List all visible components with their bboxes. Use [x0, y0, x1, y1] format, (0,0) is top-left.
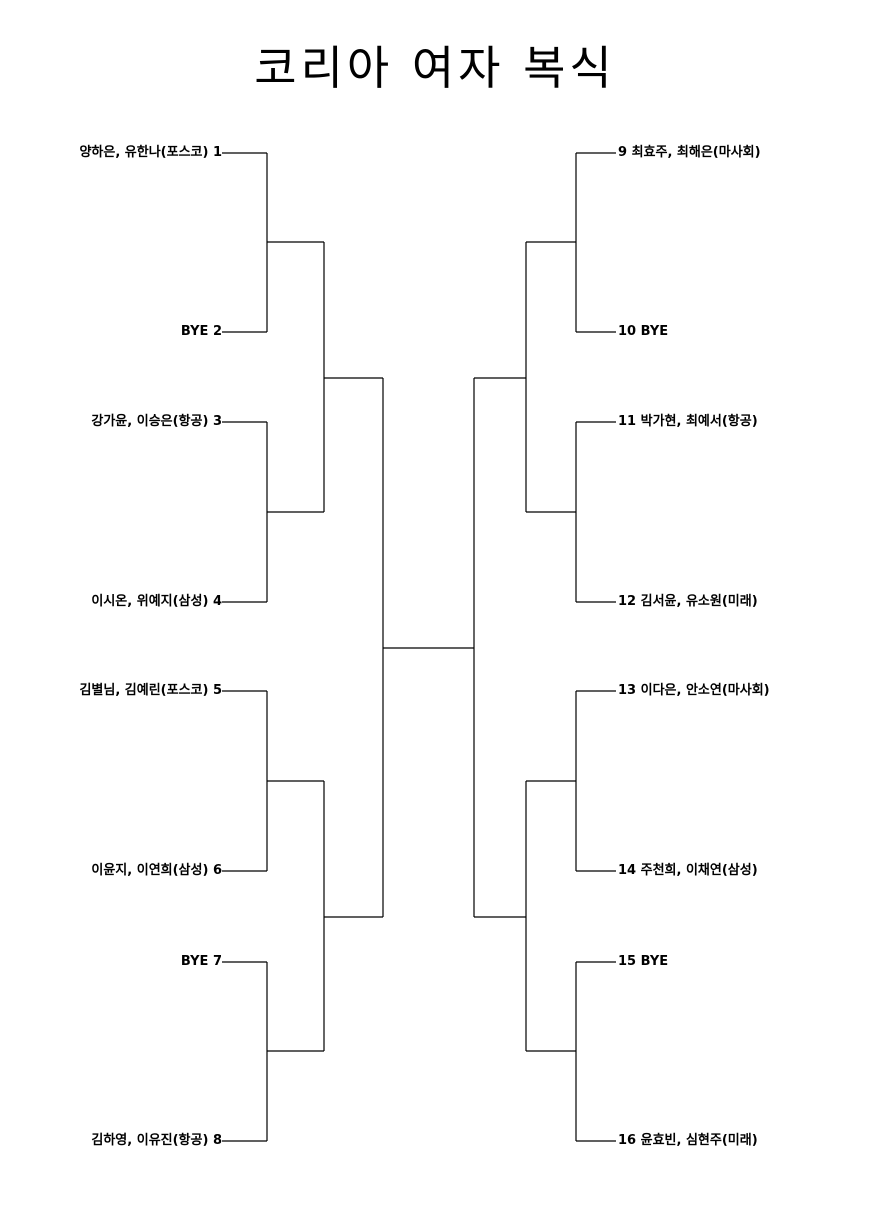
left-entry-4: 이시온, 위예지(삼성) 4	[91, 594, 222, 609]
left-entry-6: 이윤지, 이연희(삼성) 6	[91, 863, 222, 878]
right-entry-12: 12 김서윤, 유소원(미래)	[618, 594, 758, 609]
left-entry-7: BYE 7	[180, 954, 222, 969]
left-entry-2: BYE 2	[180, 324, 222, 339]
left-entry-3: 강가윤, 이승은(항공) 3	[91, 414, 222, 429]
right-entry-13: 13 이다은, 안소연(마사회)	[618, 683, 770, 698]
right-entry-9: 9 최효주, 최해은(마사회)	[618, 145, 761, 160]
right-entry-11: 11 박가현, 최예서(항공)	[618, 414, 758, 429]
right-entry-15: 15 BYE	[618, 954, 669, 969]
right-entry-14: 14 주천희, 이채연(삼성)	[618, 863, 758, 878]
right-entry-16: 16 윤효빈, 심현주(미래)	[618, 1133, 758, 1148]
right-entry-10: 10 BYE	[618, 324, 669, 339]
left-entry-5: 김별님, 김예린(포스코) 5	[79, 683, 222, 698]
left-entry-1: 양하은, 유한나(포스코) 1	[79, 145, 222, 160]
left-entry-8: 김하영, 이유진(항공) 8	[91, 1133, 222, 1148]
page-title: 코리아 여자 복식	[254, 41, 616, 95]
